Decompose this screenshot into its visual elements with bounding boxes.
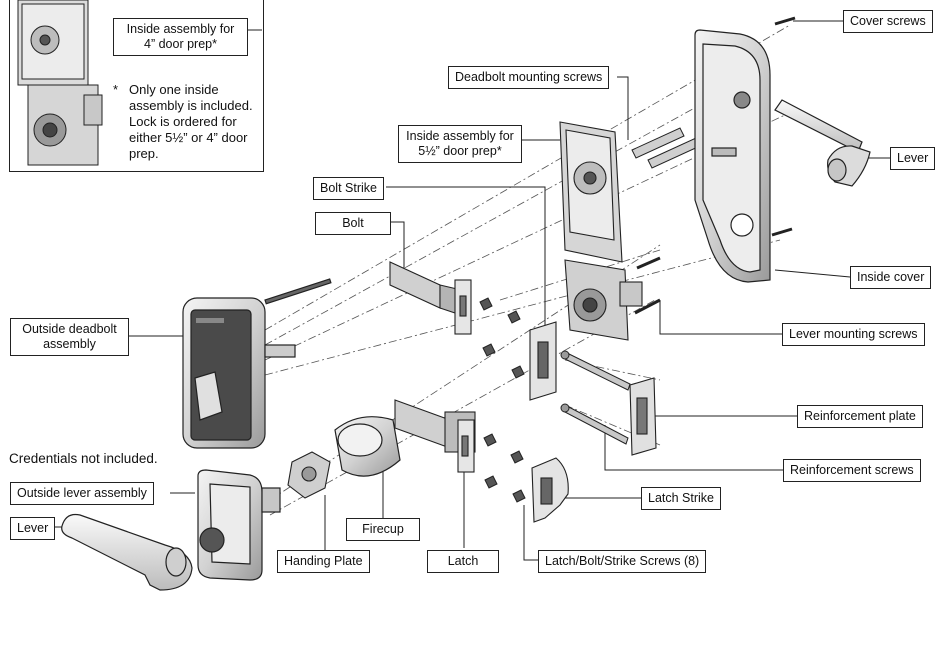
label-inside-cover: Inside cover xyxy=(850,266,932,289)
label-text: Lever mounting screws xyxy=(789,327,918,341)
latch-strike-illustration xyxy=(531,457,569,523)
deadbolt-mounting-screws-illustration xyxy=(631,127,701,169)
inset-panel xyxy=(9,0,264,172)
label-text: Handing Plate xyxy=(284,554,363,568)
small-screws xyxy=(479,16,796,503)
label-text: Bolt Strike xyxy=(320,181,377,195)
bolt-illustration xyxy=(389,261,472,335)
label-text: Cover screws xyxy=(850,14,926,28)
label-bolt: Bolt xyxy=(315,212,391,235)
label-deadbolt-mounting-screws: Deadbolt mounting screws xyxy=(448,66,610,89)
credentials-note: Credentials not included. xyxy=(9,451,158,466)
label-text: Outside deadbolt assembly xyxy=(22,322,117,351)
label-inside-assembly-55in: Inside assembly for 5½” door prep* xyxy=(398,125,522,163)
outside-lever-assembly-illustration xyxy=(197,469,281,581)
label-text: Deadbolt mounting screws xyxy=(455,70,603,84)
label-text: Latch xyxy=(447,554,479,568)
outside-deadbolt-assembly-illustration xyxy=(182,278,332,449)
label-text: Bolt xyxy=(342,216,364,230)
label-text: Reinforcement plate xyxy=(804,409,916,423)
label-latch: Latch xyxy=(427,550,499,573)
label-text: Lever xyxy=(897,151,929,165)
left-lever-illustration xyxy=(61,513,193,591)
label-reinforcement-plate: Reinforcement plate xyxy=(797,405,923,428)
footnote-star: * xyxy=(113,82,119,97)
label-text: Firecup xyxy=(362,522,404,536)
reinforcement-plate-illustration xyxy=(629,377,657,456)
label-latch-bolt-strike-screws: Latch/Bolt/Strike Screws (8) xyxy=(538,550,707,573)
inside-assembly-55in-illustration xyxy=(559,121,643,341)
label-text: Reinforcement screws xyxy=(790,463,914,477)
label-cover-screws: Cover screws xyxy=(843,10,933,33)
label-lever-left: Lever xyxy=(10,517,56,540)
label-text: Outside lever assembly xyxy=(17,486,147,500)
label-firecup: Firecup xyxy=(346,518,420,541)
label-inside-assembly-4in: Inside assembly for 4” door prep* xyxy=(113,18,248,56)
label-text: Inside cover xyxy=(857,270,925,284)
inside-assembly-4in-illustration xyxy=(17,0,103,166)
label-text: Latch/Bolt/Strike Screws (8) xyxy=(545,554,700,568)
label-text: Inside assembly for 5½” door prep* xyxy=(406,129,514,158)
label-text: Lever xyxy=(17,521,49,535)
reinforcement-screws-illustration xyxy=(560,350,631,445)
label-lever-right: Lever xyxy=(890,147,936,170)
leader-lines xyxy=(50,20,890,561)
handing-plate-illustration xyxy=(287,451,331,499)
inside-cover-illustration xyxy=(694,29,771,283)
label-latch-strike: Latch Strike xyxy=(641,487,722,510)
right-lever-illustration xyxy=(774,99,871,187)
label-outside-deadbolt-assembly: Outside deadbolt assembly xyxy=(10,318,129,356)
firecup-illustration xyxy=(334,416,401,477)
footnote-text: Only one inside assembly is included. Lo… xyxy=(129,82,253,161)
latch-illustration xyxy=(394,399,476,473)
label-bolt-strike: Bolt Strike xyxy=(313,177,384,200)
label-text: Latch Strike xyxy=(648,491,715,505)
label-text: Inside assembly for 4” door prep* xyxy=(126,22,235,51)
label-lever-mounting-screws: Lever mounting screws xyxy=(782,323,925,346)
bolt-strike-illustration xyxy=(529,321,557,401)
label-reinforcement-screws: Reinforcement screws xyxy=(783,459,921,482)
label-handing-plate: Handing Plate xyxy=(277,550,370,573)
label-outside-lever-assembly: Outside lever assembly xyxy=(10,482,154,505)
